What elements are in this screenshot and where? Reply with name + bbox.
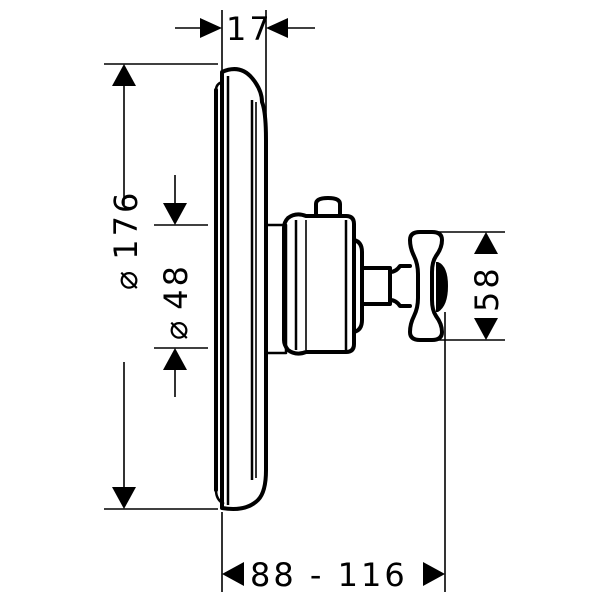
cross-handle — [408, 230, 448, 342]
thermostat-body — [264, 196, 412, 356]
dimension-label-58: 58 — [468, 265, 506, 312]
dimension-plate-depth: 17 — [175, 10, 315, 130]
dimension-label-17: 17 — [226, 10, 273, 48]
dimension-plate-diameter: ⌀176 — [104, 63, 218, 510]
dimension-body-diameter: ⌀48 — [154, 175, 208, 397]
dimension-projection: 88 - 116 — [221, 312, 446, 594]
dimension-handle-height: 58 — [436, 231, 506, 341]
dimension-label-diameter-48: ⌀48 — [157, 263, 195, 340]
escutcheon-plate — [214, 67, 268, 511]
dimension-label-88-116: 88 - 116 — [250, 556, 408, 594]
dimension-label-diameter-176: ⌀176 — [107, 190, 145, 290]
